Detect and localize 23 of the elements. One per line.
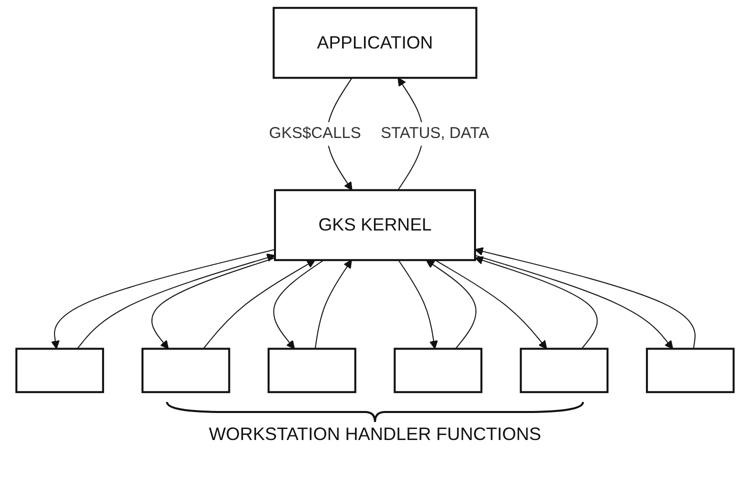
node-box: GKS KERNEL (274, 189, 476, 262)
arrow (273, 260, 324, 350)
node-box (394, 348, 482, 394)
arrow (76, 254, 276, 350)
arrow (314, 260, 352, 350)
edge-label: GKS$CALLS (269, 125, 362, 142)
node-box (520, 348, 608, 394)
node-box (646, 348, 735, 394)
arrow (426, 260, 476, 350)
arrow (202, 260, 316, 350)
arrow (474, 254, 674, 350)
arrow (434, 260, 548, 350)
arrow (398, 260, 438, 350)
arrow (151, 257, 276, 350)
node-box (15, 348, 104, 394)
node-box: APPLICATION (272, 6, 478, 79)
arrow (51, 249, 276, 350)
arrow (474, 247, 696, 350)
arrow (474, 256, 598, 350)
node-box (268, 348, 356, 394)
node-box (142, 348, 230, 394)
edge-label: STATUS, DATA (380, 125, 490, 142)
caption-text: WORKSTATION HANDLER FUNCTIONS (208, 424, 542, 445)
